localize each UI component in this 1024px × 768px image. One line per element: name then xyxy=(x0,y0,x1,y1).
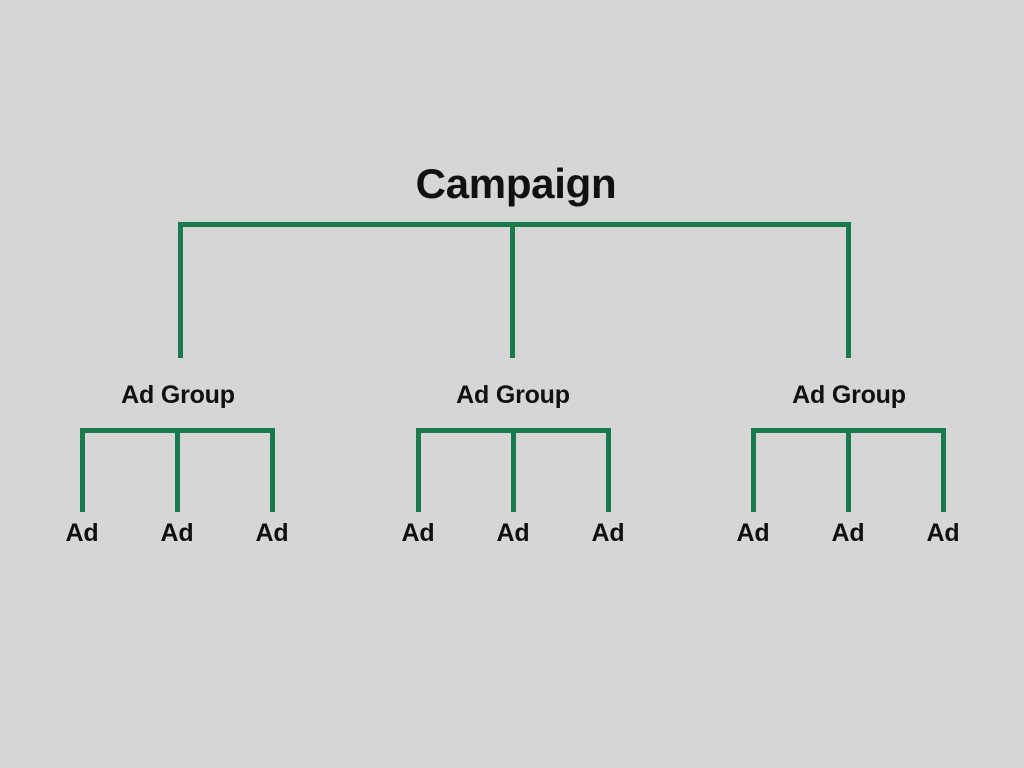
ad-group-3-branch-connector-1 xyxy=(751,428,756,512)
ad-group-node-2: Ad Group xyxy=(456,381,570,409)
root-node-campaign: Campaign xyxy=(415,160,617,207)
ad-node-2-1: Ad xyxy=(401,519,435,547)
ad-group-2-branch-connector-1 xyxy=(416,428,421,512)
ad-group-1-branch-connector-2 xyxy=(175,428,180,512)
ad-node-2-3: Ad xyxy=(591,519,625,547)
ad-group-node-1: Ad Group xyxy=(121,381,235,409)
ad-node-1-2: Ad xyxy=(160,519,194,547)
ad-group-node-3: Ad Group xyxy=(792,381,906,409)
ad-node-3-3: Ad xyxy=(926,519,960,547)
ad-group-1-branch-connector-1 xyxy=(80,428,85,512)
root-branch-connector-1 xyxy=(178,222,183,358)
ad-node-1-3: Ad xyxy=(255,519,289,547)
ad-group-3-branch-connector-2 xyxy=(846,428,851,512)
ad-group-1-branch-connector-3 xyxy=(270,428,275,512)
ad-group-2-branch-connector-3 xyxy=(606,428,611,512)
ad-node-3-1: Ad xyxy=(736,519,770,547)
ad-node-2-2: Ad xyxy=(496,519,530,547)
root-branch-connector-2 xyxy=(510,222,515,358)
ad-node-1-1: Ad xyxy=(65,519,99,547)
ad-node-3-2: Ad xyxy=(831,519,865,547)
ad-group-3-branch-connector-3 xyxy=(941,428,946,512)
ad-group-2-branch-connector-2 xyxy=(511,428,516,512)
root-branch-connector-3 xyxy=(846,222,851,358)
